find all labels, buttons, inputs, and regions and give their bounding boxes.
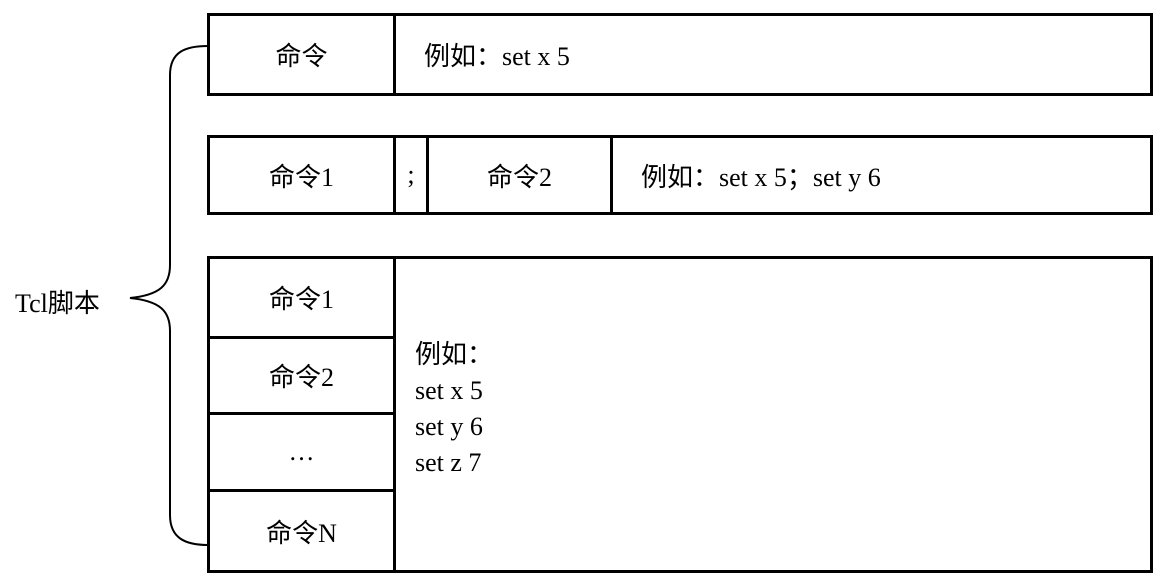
- command2-cell: 命令2: [486, 162, 552, 192]
- semicolon-commands-row: 命令1 ; 命令2 例如：set x 5；set y 6: [207, 135, 1153, 215]
- semicolon-cell: ;: [407, 160, 415, 189]
- example-block: 例如： set x 5 set y 6 set z 7: [415, 337, 493, 481]
- command-list-item: 命令N: [266, 518, 337, 548]
- example-text: 例如：set x 5；set y 6: [641, 162, 881, 192]
- single-command-row: 命令 例如：set x 5: [207, 13, 1153, 96]
- tcl-script-label: Tcl脚本: [15, 289, 100, 318]
- divider: [393, 259, 396, 570]
- command-list-ellipsis: …: [288, 437, 315, 466]
- example-line: set z 7: [415, 448, 482, 477]
- divider: [210, 412, 393, 415]
- command1-cell: 命令1: [268, 162, 334, 192]
- divider: [393, 16, 396, 93]
- divider: [393, 138, 396, 212]
- divider: [210, 489, 393, 492]
- multiline-commands-block: 命令1 命令2 … 命令N 例如： set x 5 set y 6 set z …: [207, 256, 1153, 573]
- divider: [210, 336, 393, 339]
- command-list-item: 命令1: [268, 285, 334, 314]
- example-text: 例如：set x 5: [424, 42, 570, 71]
- command-list-item: 命令2: [268, 363, 334, 392]
- example-line: set y 6: [415, 412, 483, 441]
- example-line: set x 5: [415, 376, 483, 405]
- command-cell: 命令: [275, 42, 328, 71]
- divider: [610, 138, 613, 212]
- example-title: 例如：: [415, 340, 494, 369]
- divider: [426, 138, 429, 212]
